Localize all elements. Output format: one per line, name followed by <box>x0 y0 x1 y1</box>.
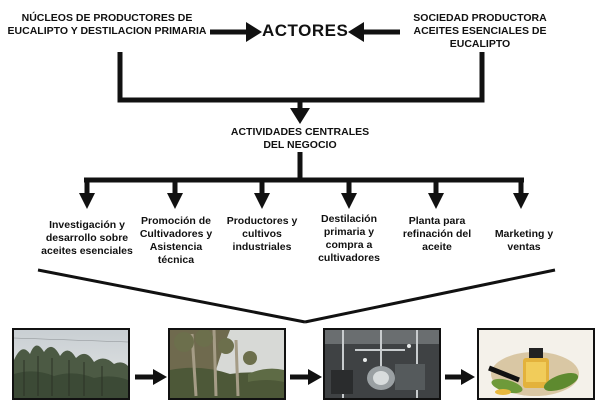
converge-line-left <box>37 268 306 324</box>
activity-producers: Productores y cultivos industriales <box>226 215 298 253</box>
branch-head-3 <box>254 193 270 209</box>
right-arrow-head <box>348 22 364 42</box>
branch-head-1 <box>79 193 95 209</box>
activity-refinery: Planta para refinación del aceite <box>402 215 472 253</box>
distillation-equipment-photo <box>323 328 441 400</box>
branch-head-2 <box>167 193 183 209</box>
branch-head-6 <box>513 193 529 209</box>
activity-promotion: Promoción de Cultivadores y Asistencia t… <box>139 215 213 266</box>
right-actor-label: SOCIEDAD PRODUCTORA ACEITES ESENCIALES D… <box>413 12 547 50</box>
core-arrow-head <box>290 108 310 124</box>
left-arrow-head <box>246 22 262 42</box>
core-activities-label: ACTIVIDADES CENTRALES DEL NEGOCIO <box>230 126 370 151</box>
branch-head-5 <box>428 193 444 209</box>
activity-research: Investigación y desarrollo sobre aceites… <box>41 219 133 257</box>
eucalyptus-plantation-photo <box>12 328 130 400</box>
eucalyptus-trees-photo <box>168 328 286 400</box>
activity-marketing: Marketing y ventas <box>494 228 554 253</box>
photo-arrow-head-1 <box>153 369 167 385</box>
left-actor-label: NÚCLEOS DE PRODUCTORES DE EUCALIPTO Y DE… <box>7 12 207 37</box>
essential-oil-bottle-photo <box>477 328 595 400</box>
branch-head-4 <box>341 193 357 209</box>
actors-title: ACTORES <box>262 21 349 40</box>
converge-line-right <box>304 268 556 324</box>
activity-distillation: Destilación primaria y compra a cultivad… <box>318 213 380 264</box>
photo-arrow-head-3 <box>461 369 475 385</box>
photo-arrow-head-2 <box>308 369 322 385</box>
